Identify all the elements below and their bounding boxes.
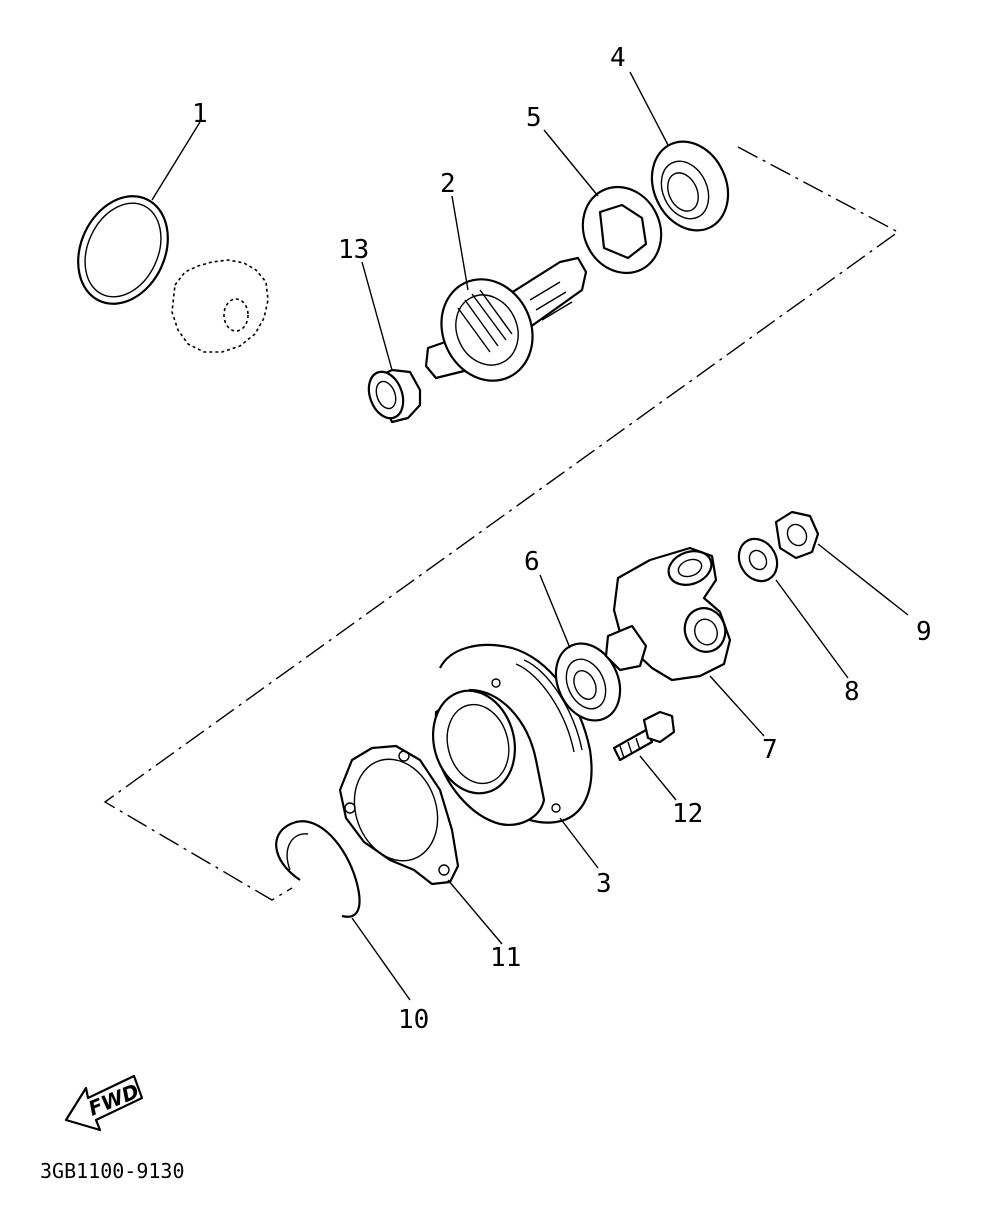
part-6-oil-seal (554, 642, 622, 722)
callout-11: 11 (490, 943, 521, 973)
callout-7: 7 (762, 735, 778, 765)
leader-lines (151, 71, 909, 1001)
callout-12: 12 (672, 799, 703, 829)
fwd-arrow-icon: FWD (64, 1074, 144, 1132)
part-7-yoke (604, 546, 732, 682)
part-5-oil-seal (581, 185, 663, 275)
callout-4: 4 (610, 43, 626, 73)
callout-10: 10 (398, 1005, 429, 1035)
reference-gear-ghost (171, 259, 269, 353)
callout-13: 13 (338, 235, 369, 265)
part-2-gear-shaft (424, 256, 588, 382)
part-8-washer (737, 537, 779, 583)
part-1-o-ring (77, 195, 169, 305)
part-code: 3GB1100-9130 (40, 1159, 185, 1183)
part-12-bolt (612, 710, 676, 762)
callout-8: 8 (844, 677, 860, 707)
callout-6: 6 (524, 547, 540, 577)
part-4-ball-bearing (650, 140, 730, 232)
part-13-needle-bearing (367, 368, 422, 424)
part-10-circlip (275, 820, 361, 918)
callout-5: 5 (526, 103, 542, 133)
callout-9: 9 (916, 617, 932, 647)
callout-3: 3 (596, 869, 612, 899)
assembly-boundary (103, 146, 900, 901)
callout-2: 2 (440, 169, 456, 199)
callout-1: 1 (192, 99, 208, 129)
part-9-flange-nut (774, 510, 820, 560)
part-3-housing (431, 643, 593, 826)
